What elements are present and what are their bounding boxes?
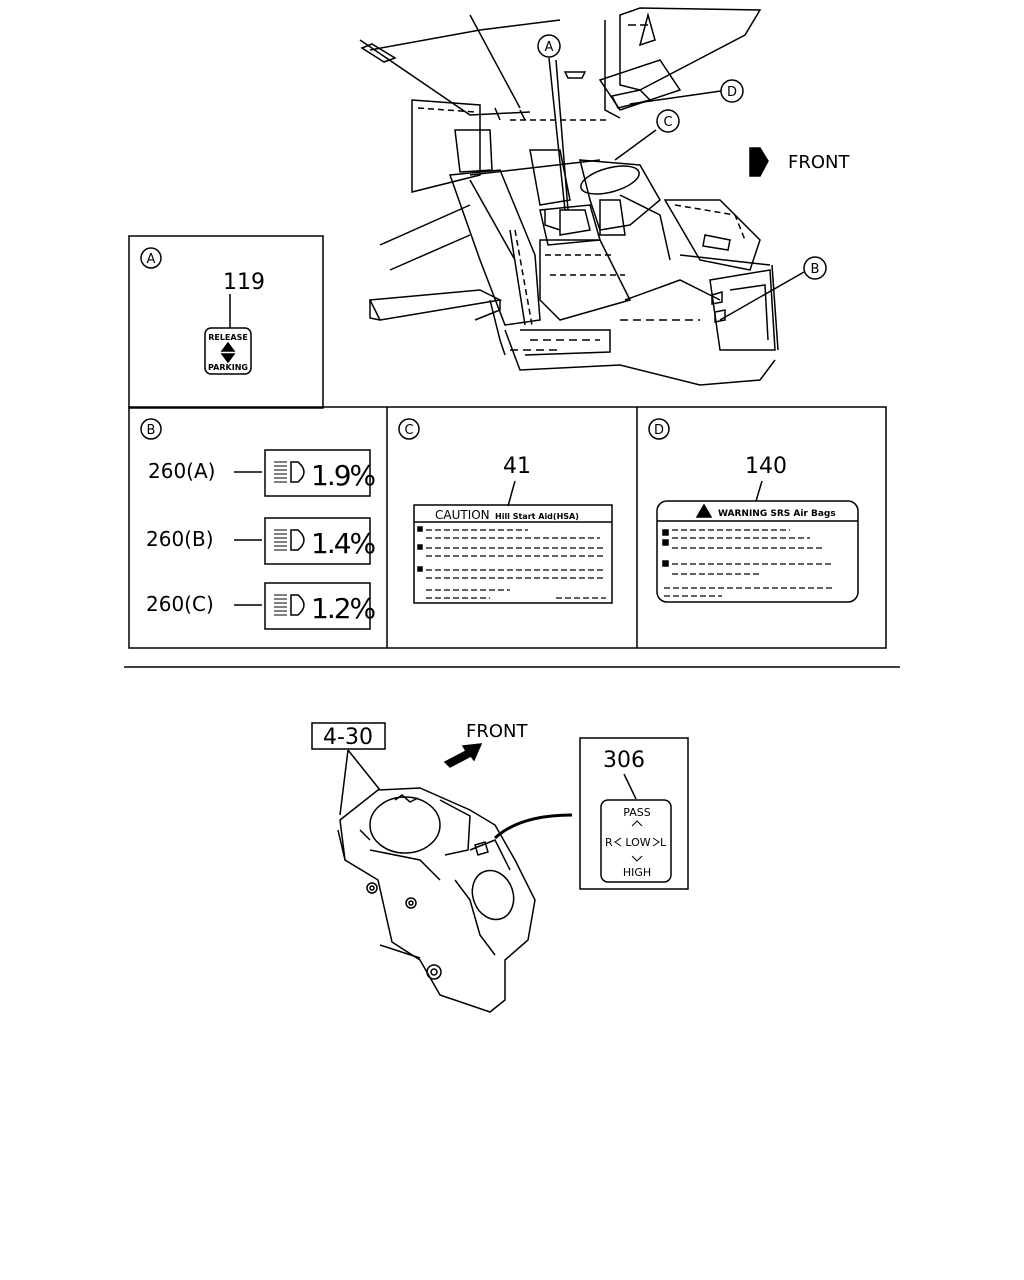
callout-circle-d: [720, 79, 744, 103]
callout-b-text: B: [811, 262, 820, 277]
part-306-no: 306: [603, 748, 645, 773]
headlamp-value-c: 1.2%: [311, 592, 376, 625]
switch-low: LOW: [625, 836, 650, 849]
r-chevron-icon: [614, 837, 622, 847]
parking-brake-label: [204, 327, 252, 375]
front-arrow-icon: [749, 147, 769, 177]
callout-circle-c: [656, 109, 680, 133]
panel-a-marker: A: [147, 252, 156, 267]
headlamp-ref-c: 260(C): [146, 592, 214, 616]
caution-text: Hill Start Aid(HSA): [495, 512, 579, 521]
l-chevron-icon: [652, 837, 660, 847]
panel-c-leader: [507, 480, 516, 507]
panel-d-marker-circle: [648, 418, 670, 440]
down-arrow-icon: [220, 353, 236, 364]
switch-high: HIGH: [623, 866, 651, 879]
front-arrow-bottom-icon: [443, 743, 483, 768]
panel-c-marker: C: [404, 423, 413, 438]
callout-circle-b: [803, 256, 827, 280]
srs-warning-label: [656, 500, 859, 603]
switch-leader-curve: [493, 813, 573, 840]
headlamp-label-b: [234, 517, 371, 565]
high-chevron-icon: [631, 855, 643, 862]
dimmer-switch-label: [600, 799, 672, 883]
panel-a-part-no: 119: [223, 270, 265, 295]
headlamp-ref-a: 260(A): [148, 459, 215, 483]
part-306-box: [579, 737, 689, 890]
panel-d-part-no: 140: [745, 454, 787, 479]
caution-word: CAUTION: [435, 508, 490, 522]
panel-d-leader: [755, 480, 763, 502]
panel-b-marker: B: [147, 423, 156, 438]
front-label-top: FRONT: [788, 152, 850, 173]
parking-label-parking: PARKING: [208, 363, 248, 372]
combination-switch-drawing: [337, 787, 536, 1013]
ref-box: [311, 722, 386, 750]
headlamp-value-b: 1.4%: [311, 527, 376, 560]
ref-box-leader: [339, 749, 381, 816]
part-306-leader: [623, 773, 637, 800]
up-arrow-icon: [220, 341, 236, 352]
panel-c-part-no: 41: [503, 454, 531, 479]
cab-interior-drawing: [359, 7, 779, 386]
callout-a-text: A: [545, 40, 554, 55]
srs-warning-text: WARNING SRS Air Bags: [718, 509, 836, 519]
switch-pass: PASS: [623, 806, 650, 819]
panel-d-marker: D: [654, 423, 664, 438]
panel-c-marker-circle: [398, 418, 420, 440]
panel-row: [128, 406, 887, 649]
pass-chevron-icon: [631, 820, 643, 827]
switch-r: R: [605, 836, 613, 849]
panel-b-marker-circle: [140, 418, 162, 440]
switch-l: L: [660, 836, 667, 849]
headlamp-label-c: [234, 582, 371, 630]
parking-label-release: RELEASE: [208, 333, 248, 342]
callout-leaders: [548, 57, 805, 321]
headlamp-value-a: 1.9%: [311, 459, 376, 492]
callout-circle-a: [537, 34, 561, 58]
front-label-bottom: FRONT: [466, 721, 528, 742]
callout-c-text: C: [663, 115, 672, 130]
panel-a: [128, 235, 324, 409]
callout-d-text: D: [727, 85, 737, 100]
headlamp-label-a: [234, 449, 371, 497]
caution-label: [413, 504, 613, 604]
ref-box-text: 4-30: [323, 725, 373, 750]
headlamp-ref-b: 260(B): [146, 527, 214, 551]
